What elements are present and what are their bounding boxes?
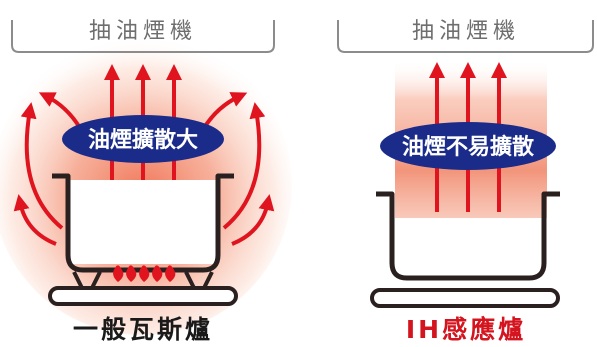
- flame-icon: [152, 265, 163, 282]
- flame-icon: [165, 265, 176, 282]
- smoke-arrow: [20, 102, 64, 230]
- flame-icon: [126, 265, 137, 282]
- burner-grate: [72, 271, 214, 289]
- pot-interior: [392, 218, 544, 276]
- flame-icon: [139, 265, 150, 282]
- smoke-arrows-spreading: [13, 92, 275, 246]
- pot: [376, 191, 560, 281]
- smoke-spread-label: 油煙擴散大: [88, 127, 198, 153]
- smoke-contained-label: 油煙不易擴散: [402, 134, 535, 160]
- smoke-arrow: [231, 194, 275, 246]
- hood-label: 抽油煙機: [89, 19, 197, 44]
- smoke-contained-badge: [380, 122, 556, 170]
- gas-stove-label: 一般瓦斯爐: [73, 315, 213, 344]
- smoke-arrow: [13, 194, 57, 246]
- gas-flames: [113, 265, 176, 282]
- pot-interior: [68, 180, 218, 264]
- range-hood: [11, 20, 275, 53]
- stove-base: [48, 286, 238, 306]
- smoke-spread-badge: [62, 115, 224, 163]
- induction-stove-panel: 抽油煙機 油煙不易擴散 IH感應爐: [337, 19, 594, 344]
- smoke-arrow: [222, 102, 266, 230]
- flame-icon: [113, 265, 124, 282]
- range-hood: [337, 20, 594, 53]
- gas-stove-panel: 抽油煙機 油煙擴散大: [0, 19, 292, 344]
- hood-label: 抽油煙機: [412, 19, 520, 44]
- induction-stove-label: IH感應爐: [406, 315, 526, 344]
- induction-cooktop: [370, 288, 560, 308]
